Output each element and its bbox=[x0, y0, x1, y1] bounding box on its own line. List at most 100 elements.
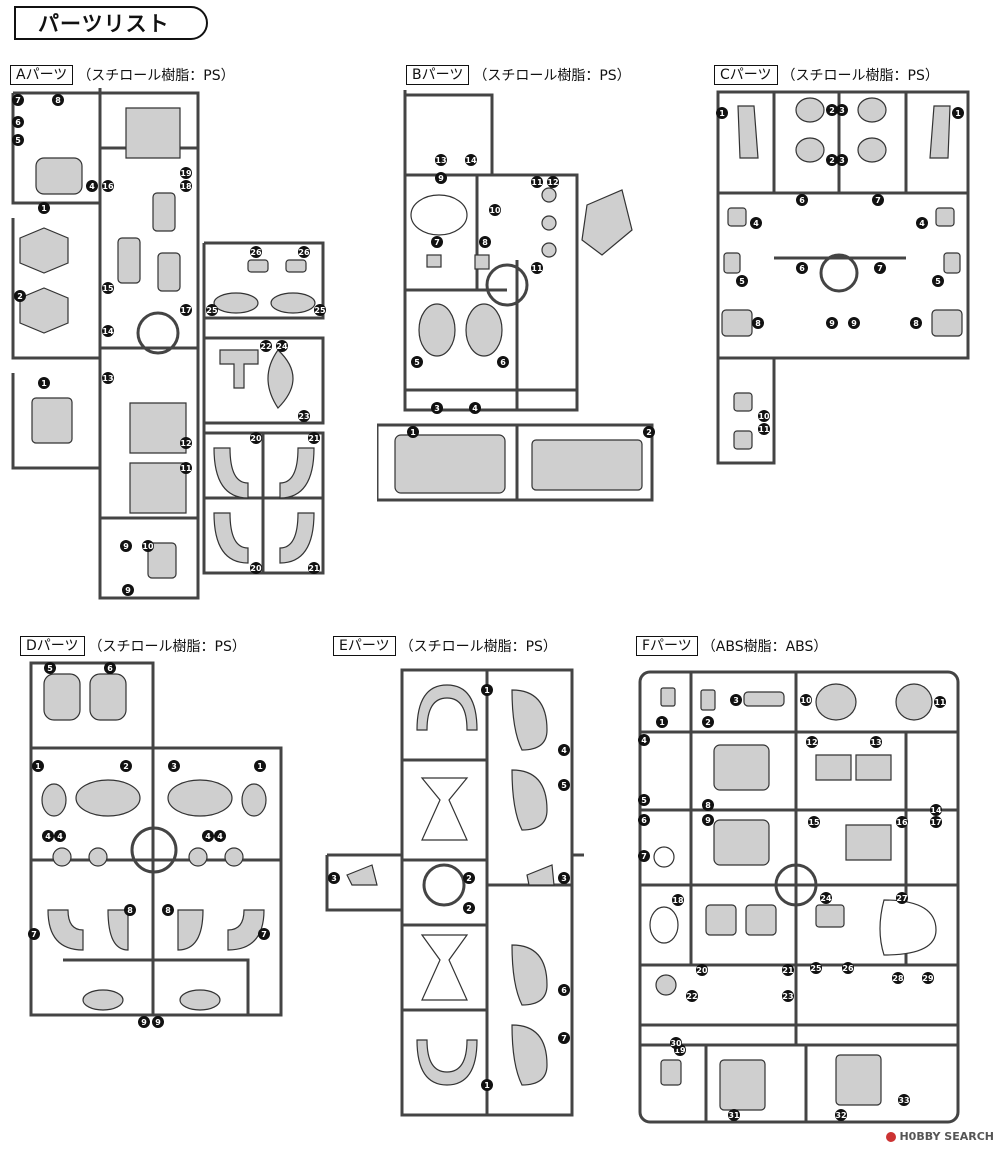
part-number-marker: 8 bbox=[124, 904, 136, 916]
part-number-marker: 24 bbox=[820, 892, 832, 904]
part-number-label: 26 bbox=[842, 964, 854, 973]
part-number-label: 14 bbox=[102, 327, 114, 336]
section-c-material: （スチロール樹脂：PS） bbox=[781, 68, 939, 84]
part-number-label: 1 bbox=[35, 762, 41, 771]
part-number-label: 6 bbox=[799, 196, 805, 205]
part-number-label: 5 bbox=[47, 664, 53, 673]
part-number-marker: 8 bbox=[479, 236, 491, 248]
part-number-label: 4 bbox=[217, 832, 223, 841]
part-number-marker: 4 bbox=[86, 180, 98, 192]
part-number-label: 25 bbox=[810, 964, 822, 973]
part-number-label: 10 bbox=[142, 542, 154, 551]
part-number-marker: 1 bbox=[32, 760, 44, 772]
part-number-marker: 10 bbox=[800, 694, 812, 706]
part-number-marker: 6 bbox=[497, 356, 509, 368]
part-number-marker: 8 bbox=[52, 94, 64, 106]
part-number-label: 10 bbox=[489, 206, 501, 215]
part-number-marker: 26 bbox=[298, 246, 310, 258]
part-number-label: 16 bbox=[102, 182, 114, 191]
part-number-marker: 17 bbox=[180, 304, 192, 316]
part-number-label: 7 bbox=[641, 852, 647, 861]
part-number-label: 13 bbox=[870, 738, 881, 747]
part-number-label: 5 bbox=[414, 358, 420, 367]
part-number-marker: 2 bbox=[702, 716, 714, 728]
part-number-marker: 9 bbox=[138, 1016, 150, 1028]
part-number-marker: 4 bbox=[202, 830, 214, 842]
part-number-marker: 4 bbox=[916, 217, 928, 229]
part-number-label: 10 bbox=[800, 696, 812, 705]
part-number-label: 6 bbox=[799, 264, 805, 273]
part-number-marker: 8 bbox=[702, 799, 714, 811]
part-number-label: 7 bbox=[31, 930, 37, 939]
part-number-marker: 1 bbox=[407, 426, 419, 438]
part-number-marker: 2 bbox=[643, 426, 655, 438]
part-number-label: 1 bbox=[484, 1081, 490, 1090]
part-number-label: 8 bbox=[482, 238, 488, 247]
part-number-marker: 16 bbox=[102, 180, 114, 192]
section-a-material: （スチロール樹脂：PS） bbox=[77, 68, 235, 84]
part-number-label: 4 bbox=[89, 182, 95, 191]
part-number-label: 13 bbox=[102, 374, 113, 383]
part-number-marker: 9 bbox=[435, 172, 447, 184]
part-number-label: 12 bbox=[547, 178, 558, 187]
part-number-marker: 9 bbox=[122, 584, 134, 596]
part-number-marker: 7 bbox=[28, 928, 40, 940]
part-number-marker: 21 bbox=[308, 432, 320, 444]
part-number-marker: 1 bbox=[656, 716, 668, 728]
part-number-marker: 1 bbox=[481, 1079, 493, 1091]
part-number-marker: 4 bbox=[750, 217, 762, 229]
part-number-label: 19 bbox=[180, 169, 192, 178]
section-e-material: （スチロール樹脂：PS） bbox=[399, 639, 557, 655]
part-number-marker: 20 bbox=[250, 432, 262, 444]
part-number-marker: 6 bbox=[558, 984, 570, 996]
part-number-label: 8 bbox=[165, 906, 171, 915]
part-number-marker: 20 bbox=[696, 964, 708, 976]
part-number-label: 24 bbox=[276, 342, 288, 351]
part-number-label: 9 bbox=[123, 542, 129, 551]
part-number-label: 3 bbox=[839, 106, 845, 115]
part-number-label: 11 bbox=[758, 425, 770, 434]
section-label-a: Aパーツ （スチロール樹脂：PS） bbox=[10, 65, 235, 85]
part-number-marker: 10 bbox=[758, 410, 770, 422]
part-number-label: 1 bbox=[257, 762, 263, 771]
part-number-marker: 1 bbox=[254, 760, 266, 772]
part-number-label: 21 bbox=[782, 966, 794, 975]
part-number-marker: 23 bbox=[782, 990, 794, 1002]
part-number-label: 7 bbox=[877, 264, 883, 273]
part-number-marker: 18 bbox=[180, 180, 192, 192]
part-number-label: 2 bbox=[17, 292, 23, 301]
part-number-label: 20 bbox=[696, 966, 708, 975]
part-number-label: 7 bbox=[261, 930, 267, 939]
part-number-label: 20 bbox=[250, 564, 262, 573]
part-number-label: 2 bbox=[829, 156, 835, 165]
part-number-marker: 4 bbox=[469, 402, 481, 414]
part-number-marker: 7 bbox=[431, 236, 443, 248]
part-number-label: 26 bbox=[298, 248, 310, 257]
part-number-label: 6 bbox=[641, 816, 647, 825]
part-number-label: 2 bbox=[466, 904, 472, 913]
part-number-label: 17 bbox=[180, 306, 191, 315]
part-number-marker: 6 bbox=[796, 194, 808, 206]
part-number-marker: 2 bbox=[463, 872, 475, 884]
part-number-marker: 28 bbox=[892, 972, 904, 984]
part-number-label: 4 bbox=[205, 832, 211, 841]
part-number-label: 6 bbox=[500, 358, 506, 367]
part-number-label: 14 bbox=[465, 156, 477, 165]
part-number-label: 1 bbox=[484, 686, 490, 695]
part-number-label: 5 bbox=[15, 136, 21, 145]
part-number-marker: 22 bbox=[686, 990, 698, 1002]
part-number-label: 4 bbox=[45, 832, 51, 841]
part-number-label: 14 bbox=[930, 806, 942, 815]
part-number-marker: 2 bbox=[826, 154, 838, 166]
part-number-label: 25 bbox=[206, 306, 218, 315]
part-number-marker: 6 bbox=[638, 814, 650, 826]
part-number-label: 4 bbox=[641, 736, 647, 745]
part-number-label: 9 bbox=[851, 319, 857, 328]
part-number-label: 23 bbox=[782, 992, 793, 1001]
part-number-marker: 7 bbox=[872, 194, 884, 206]
part-number-label: 3 bbox=[331, 874, 337, 883]
part-number-marker: 29 bbox=[922, 972, 934, 984]
part-number-marker: 30 bbox=[670, 1037, 682, 1049]
part-number-label: 9 bbox=[438, 174, 444, 183]
part-number-marker: 24 bbox=[276, 340, 288, 352]
